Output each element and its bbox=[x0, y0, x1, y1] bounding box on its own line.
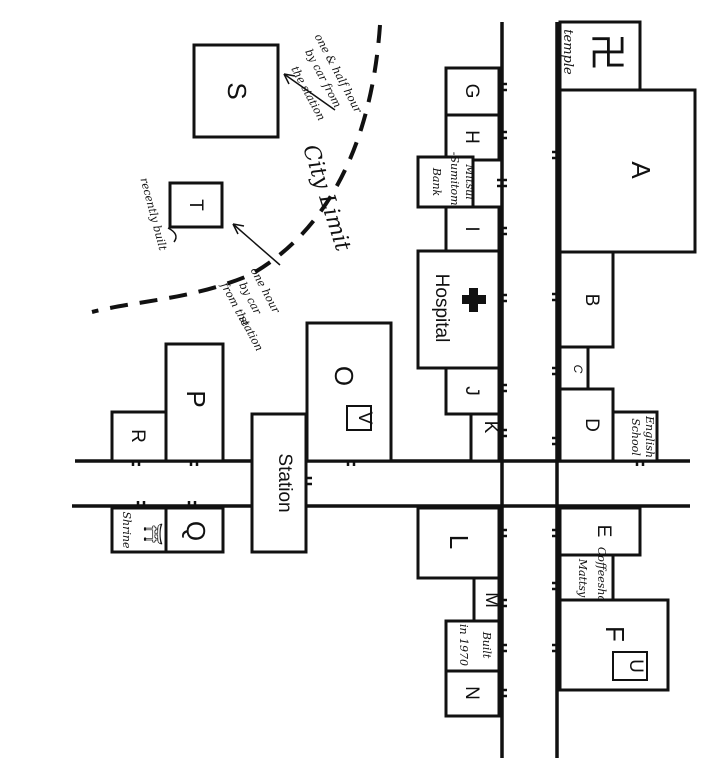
svg-text:-Sumitomo: -Sumitomo bbox=[448, 152, 461, 213]
block-english-school: English School bbox=[611, 410, 659, 463]
block-p: P bbox=[164, 342, 225, 463]
temple-label: temple bbox=[560, 29, 575, 75]
block-l: L bbox=[416, 506, 501, 580]
block-b: B bbox=[558, 250, 615, 349]
svg-text:recently built: recently built bbox=[137, 176, 169, 252]
svg-text:P: P bbox=[181, 390, 211, 407]
one-half-hour-note: one & half hour by car from the station bbox=[283, 32, 365, 123]
block-g: G bbox=[444, 66, 501, 117]
block-n: N bbox=[444, 669, 501, 718]
svg-text:T: T bbox=[185, 199, 206, 211]
svg-text:B: B bbox=[581, 294, 602, 307]
svg-text:⛩: ⛩ bbox=[143, 523, 163, 546]
svg-text:R: R bbox=[127, 429, 148, 443]
svg-text:station: station bbox=[236, 313, 265, 353]
block-coffeeshop: Coffeeshop Mattsy bbox=[558, 547, 615, 609]
svg-text:V: V bbox=[354, 412, 375, 425]
svg-text:Mitsui: Mitsui bbox=[463, 163, 476, 199]
svg-text:Station: Station bbox=[274, 453, 295, 512]
svg-text:U: U bbox=[625, 659, 646, 673]
svg-text:Coffeeshop: Coffeeshop bbox=[595, 547, 608, 609]
svg-text:Built: Built bbox=[480, 631, 493, 659]
block-d: D bbox=[558, 387, 615, 463]
block-r: R bbox=[110, 410, 168, 463]
svg-text:Shrine: Shrine bbox=[120, 512, 133, 549]
block-m: M bbox=[472, 576, 502, 623]
svg-text:D: D bbox=[581, 418, 602, 432]
svg-text:Mattsy: Mattsy bbox=[576, 558, 589, 598]
block-shrine: ⛩ Shrine bbox=[110, 506, 168, 554]
block-a: A bbox=[558, 88, 697, 254]
svg-text:A: A bbox=[626, 161, 656, 179]
svg-text:C: C bbox=[571, 365, 585, 374]
svg-text:J: J bbox=[461, 386, 482, 396]
svg-text:K: K bbox=[480, 421, 501, 434]
svg-text:H: H bbox=[461, 130, 482, 144]
svg-text:S: S bbox=[222, 82, 252, 99]
svg-text:School: School bbox=[629, 418, 642, 456]
block-o: O V bbox=[305, 321, 393, 463]
temple-symbol: 卍 bbox=[585, 33, 627, 71]
svg-text:L: L bbox=[444, 535, 474, 549]
city-limit-line bbox=[91, 24, 382, 314]
block-f: F U bbox=[558, 598, 670, 692]
svg-text:N: N bbox=[461, 686, 482, 700]
svg-text:O: O bbox=[329, 366, 359, 386]
svg-text:F: F bbox=[600, 626, 630, 642]
block-s: S bbox=[192, 43, 280, 139]
block-k: K bbox=[469, 412, 501, 463]
svg-text:Bank: Bank bbox=[430, 167, 443, 197]
svg-text:I: I bbox=[461, 226, 482, 231]
block-i: I bbox=[444, 205, 501, 253]
svg-text:G: G bbox=[461, 84, 482, 99]
block-t: T bbox=[168, 181, 224, 229]
block-hospital: Hospital bbox=[416, 249, 501, 370]
one-hour-note: one hour by car from the station bbox=[218, 223, 283, 353]
svg-text:E: E bbox=[593, 525, 614, 538]
svg-text:English: English bbox=[643, 415, 656, 458]
block-built-1970: Built in 1970 bbox=[444, 619, 501, 673]
block-temple: 卍 temple bbox=[558, 20, 642, 92]
block-q: Q bbox=[164, 506, 225, 554]
svg-text:M: M bbox=[481, 592, 502, 608]
svg-text:Hospital: Hospital bbox=[431, 274, 452, 343]
block-station: Station bbox=[250, 412, 308, 554]
block-j: J bbox=[444, 366, 501, 416]
block-bank: Mitsui -Sumitomo Bank bbox=[416, 152, 476, 213]
city-limit-label: City Limit bbox=[297, 142, 355, 255]
svg-text:in 1970: in 1970 bbox=[457, 624, 470, 666]
block-c: C bbox=[558, 345, 590, 391]
svg-text:Q: Q bbox=[181, 521, 211, 541]
